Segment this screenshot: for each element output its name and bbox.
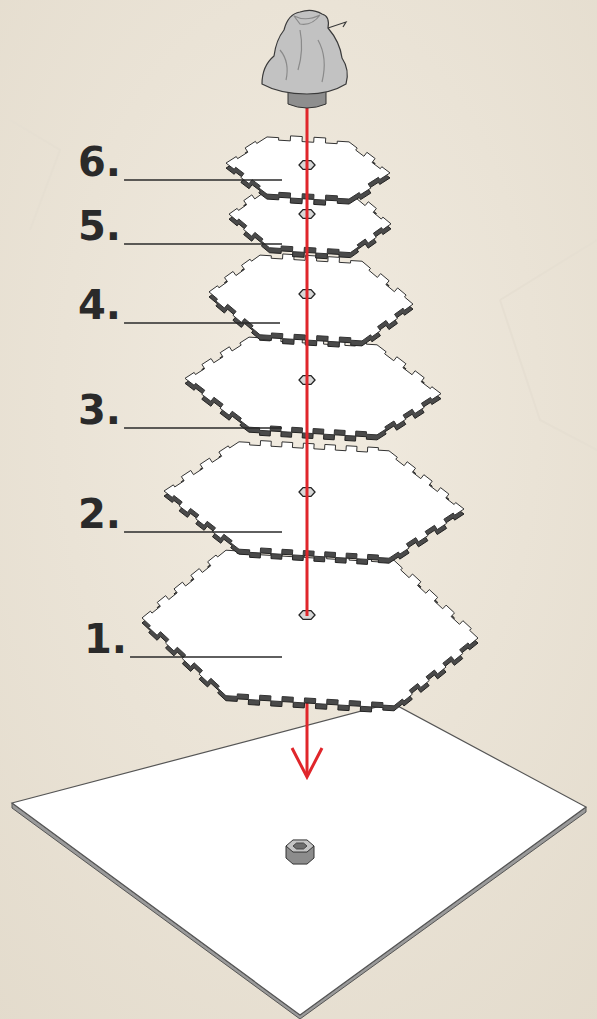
base-board <box>12 703 586 1015</box>
volcano-body <box>262 10 347 94</box>
callout-number: 6. <box>78 142 121 182</box>
volcano-piece <box>262 10 347 108</box>
peg-hole <box>293 843 307 849</box>
assembly-axis <box>306 108 309 616</box>
background-pattern <box>10 120 60 230</box>
leader-line <box>124 243 282 245</box>
leader-line <box>124 531 282 533</box>
leader-line <box>124 179 282 181</box>
callout-number: 2. <box>78 494 121 534</box>
leader-line <box>124 427 282 429</box>
tile-top <box>164 441 464 560</box>
callout-number: 4. <box>78 285 121 325</box>
background-pattern <box>500 240 597 450</box>
leader-line <box>124 322 280 324</box>
tile-top <box>185 336 441 436</box>
leader-lines <box>124 180 282 657</box>
tile-top <box>142 549 478 707</box>
hex-tile <box>185 336 441 441</box>
hex-tile <box>142 549 478 712</box>
hex-tile <box>209 254 413 347</box>
callout-number: 5. <box>78 206 121 246</box>
axis-arrowhead <box>292 748 322 777</box>
volcano-shading <box>280 15 324 82</box>
callout-number: 3. <box>78 390 121 430</box>
callout-number: 1. <box>84 619 127 659</box>
leader-line <box>130 656 282 658</box>
peg-top <box>286 840 314 852</box>
hex-tile <box>164 441 464 565</box>
tile-top <box>209 254 413 342</box>
volcano-spout <box>328 22 346 28</box>
